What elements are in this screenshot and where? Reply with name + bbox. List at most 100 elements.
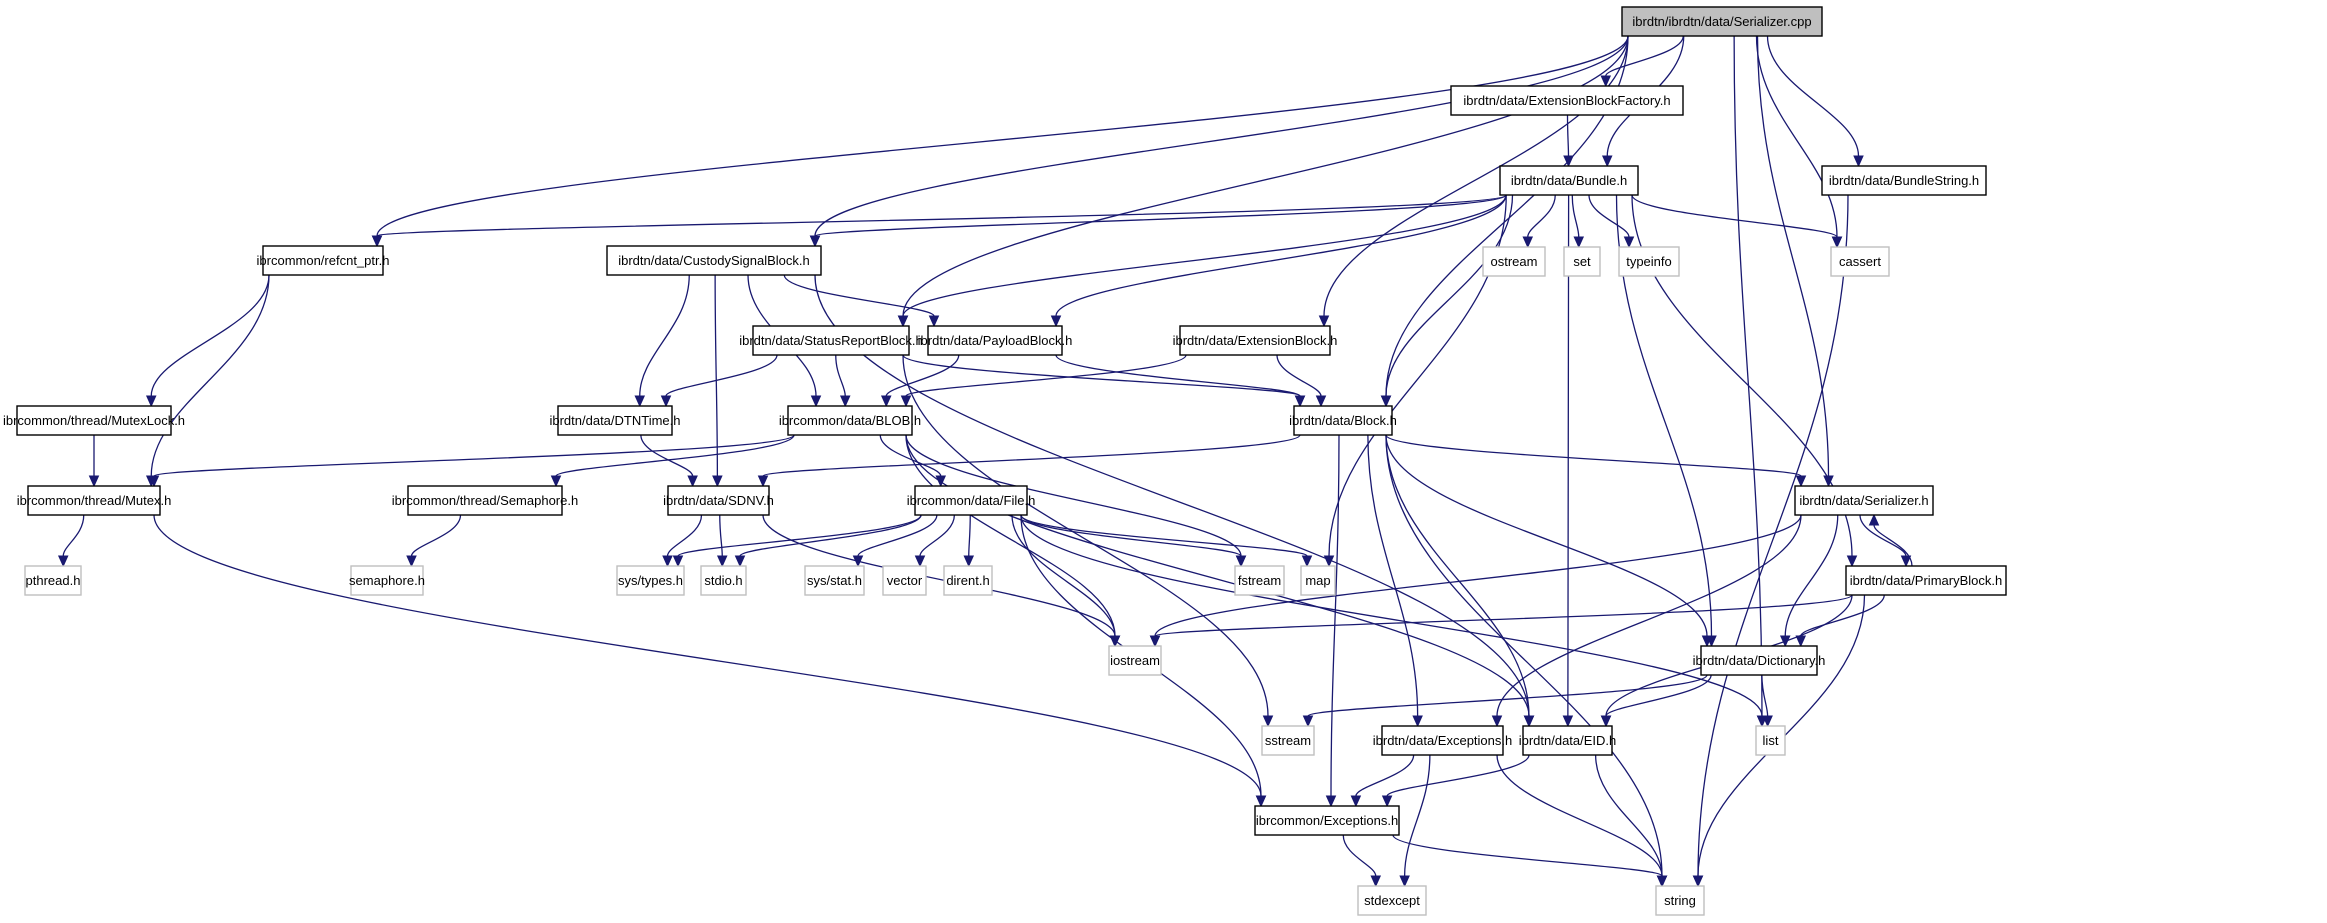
node-root[interactable]: ibrdtn/ibrdtn/data/Serializer.cpp bbox=[1621, 6, 1823, 37]
edge-sdnv-to-systypes bbox=[662, 514, 703, 568]
edge-ebf-to-bundle bbox=[1563, 114, 1574, 168]
node-pb[interactable]: ibrdtn/data/PayloadBlock.h bbox=[918, 325, 1073, 356]
edge-mutex-to-cexc bbox=[153, 514, 1267, 808]
node-refcnt[interactable]: ibrcommon/refcnt_ptr.h bbox=[257, 245, 390, 276]
node-blob[interactable]: ibrcommon/data/BLOB.h bbox=[779, 405, 921, 436]
node-label: ibrdtn/data/EID.h bbox=[1519, 733, 1617, 748]
node-pthread: pthread.h bbox=[24, 565, 82, 596]
node-sdnv[interactable]: ibrdtn/data/SDNV.h bbox=[663, 485, 774, 516]
node-box bbox=[1300, 565, 1336, 596]
arrowhead-icon bbox=[1491, 715, 1503, 728]
edge-line bbox=[1527, 194, 1556, 238]
node-label: sys/stat.h bbox=[807, 573, 862, 588]
edge-line bbox=[1496, 754, 1663, 877]
node-eb[interactable]: ibrdtn/data/ExtensionBlock.h bbox=[1173, 325, 1338, 356]
edge-line bbox=[714, 274, 719, 477]
node-label: ibrdtn/data/Bundle.h bbox=[1511, 173, 1627, 188]
arrowhead-icon bbox=[371, 235, 383, 248]
node-box bbox=[1234, 565, 1285, 596]
node-box bbox=[1845, 565, 2007, 596]
edge-refcnt-to-mlock bbox=[145, 274, 270, 408]
node-vector: vector bbox=[882, 565, 927, 596]
edge-blob-to-eid bbox=[905, 434, 1535, 728]
node-srb[interactable]: ibrdtn/data/StatusReportBlock.h bbox=[739, 325, 923, 356]
edge-block-to-cexc bbox=[1325, 434, 1340, 808]
edge-line bbox=[1307, 674, 1708, 717]
node-block[interactable]: ibrdtn/data/Block.h bbox=[1289, 405, 1397, 436]
node-serh[interactable]: ibrdtn/data/Serializer.h bbox=[1794, 485, 1934, 516]
edge-line bbox=[905, 434, 1242, 557]
node-mutex[interactable]: ibrcommon/thread/Mutex.h bbox=[17, 485, 172, 516]
node-label: cassert bbox=[1839, 254, 1881, 269]
node-label: ibrcommon/thread/MutexLock.h bbox=[3, 413, 185, 428]
arrowhead-icon bbox=[1823, 475, 1834, 488]
edge-line bbox=[762, 434, 1301, 477]
node-csb[interactable]: ibrdtn/data/CustodySignalBlock.h bbox=[606, 245, 822, 276]
edge-line bbox=[762, 514, 1116, 637]
node-ebf[interactable]: ibrdtn/data/ExtensionBlockFactory.h bbox=[1450, 85, 1684, 116]
node-dtnt[interactable]: ibrdtn/data/DTNTime.h bbox=[549, 405, 681, 436]
arrowhead-icon bbox=[88, 475, 100, 488]
edge-line bbox=[919, 514, 956, 557]
edge-line bbox=[1055, 354, 1301, 397]
edge-line bbox=[1385, 434, 1530, 717]
edge-line bbox=[555, 434, 795, 477]
node-box bbox=[350, 565, 424, 596]
node-systypes: sys/types.h bbox=[616, 565, 685, 596]
node-cexc[interactable]: ibrcommon/Exceptions.h bbox=[1254, 805, 1400, 836]
edge-line bbox=[835, 354, 846, 397]
edge-primb-to-iostream bbox=[1149, 594, 1853, 648]
edge-root-to-eb bbox=[1318, 35, 1629, 328]
edge-line bbox=[1594, 754, 1663, 877]
node-box bbox=[1821, 165, 1987, 196]
edge-line bbox=[1567, 194, 1570, 717]
edge-line bbox=[1355, 754, 1415, 797]
edge-line bbox=[410, 514, 462, 557]
edge-bundle-to-typeinfo bbox=[1588, 194, 1635, 249]
node-box bbox=[1830, 246, 1890, 277]
edge-line bbox=[905, 354, 1187, 397]
edge-line bbox=[376, 194, 1507, 237]
node-box bbox=[1522, 725, 1613, 756]
edge-line bbox=[666, 514, 703, 557]
node-label: dirent.h bbox=[946, 573, 989, 588]
node-label: ibrcommon/refcnt_ptr.h bbox=[257, 253, 390, 268]
node-map: map bbox=[1300, 565, 1336, 596]
node-dexc[interactable]: ibrdtn/data/Exceptions.h bbox=[1373, 725, 1512, 756]
node-label: string bbox=[1664, 893, 1696, 908]
node-mlock[interactable]: ibrcommon/thread/MutexLock.h bbox=[3, 405, 185, 436]
node-sema[interactable]: ibrcommon/thread/Semaphore.h bbox=[392, 485, 578, 516]
edge-line bbox=[665, 354, 778, 397]
node-box bbox=[804, 565, 865, 596]
node-eid[interactable]: ibrdtn/data/EID.h bbox=[1519, 725, 1617, 756]
arrowhead-icon bbox=[687, 475, 698, 488]
node-label: stdexcept bbox=[1364, 893, 1420, 908]
node-label: ibrdtn/data/ExtensionBlockFactory.h bbox=[1463, 93, 1670, 108]
edge-line bbox=[783, 274, 935, 317]
edge-csb-to-pb bbox=[783, 274, 940, 328]
node-label: typeinfo bbox=[1626, 254, 1672, 269]
edge-cexc-to-string bbox=[1392, 834, 1668, 888]
edge-line bbox=[150, 274, 270, 397]
edge-line bbox=[1385, 194, 1514, 397]
edge-block-to-dexc bbox=[1367, 434, 1423, 728]
node-box bbox=[787, 405, 913, 436]
edge-line bbox=[1784, 514, 1839, 637]
edge-bundle-to-block bbox=[1380, 194, 1514, 408]
edge-line bbox=[1403, 754, 1431, 877]
arrowhead-icon bbox=[757, 475, 769, 488]
arrowhead-icon bbox=[1853, 155, 1864, 168]
node-primb[interactable]: ibrdtn/data/PrimaryBlock.h bbox=[1845, 565, 2007, 596]
edge-blob-to-mutex bbox=[148, 434, 795, 488]
edge-line bbox=[677, 514, 922, 557]
node-file[interactable]: ibrcommon/data/File.h bbox=[907, 485, 1036, 516]
node-bundle[interactable]: ibrdtn/data/Bundle.h bbox=[1499, 165, 1639, 196]
edge-root-to-list bbox=[1733, 35, 1768, 728]
arrowhead-icon bbox=[1563, 155, 1574, 168]
edge-line bbox=[639, 274, 690, 397]
node-bstr[interactable]: ibrdtn/data/BundleString.h bbox=[1821, 165, 1987, 196]
node-label: set bbox=[1573, 254, 1591, 269]
node-dict[interactable]: ibrdtn/data/Dictionary.h bbox=[1693, 645, 1826, 676]
node-label: map bbox=[1305, 573, 1330, 588]
